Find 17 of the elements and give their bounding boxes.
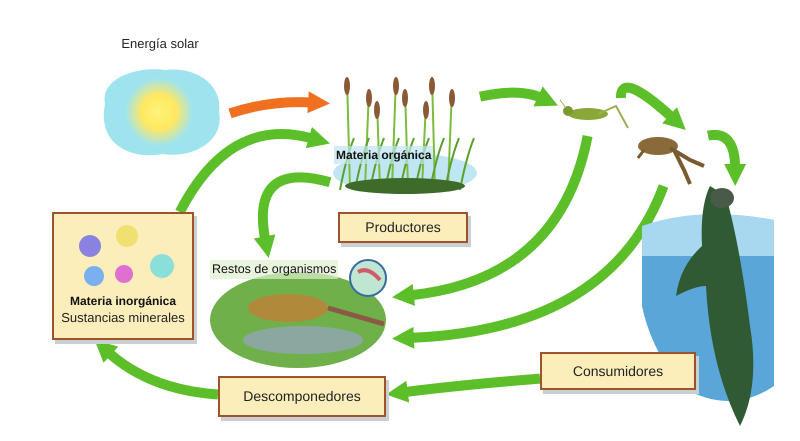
flow-arrow: [616, 82, 686, 130]
flow-arrow: [392, 134, 592, 306]
box-text: Sustancias minerales: [60, 309, 186, 327]
flow-arrow: [392, 184, 668, 349]
flow-arrow: [228, 91, 330, 118]
plants-caption: Materia orgánica: [334, 146, 434, 164]
box-label: Productores: [364, 218, 442, 237]
box-label: Consumidores: [572, 362, 664, 380]
flow-arrow: [479, 86, 558, 107]
flow-arrow: [175, 127, 330, 214]
remains-caption: Restos de organismos: [210, 260, 338, 279]
box-label: Descomponedores: [242, 387, 362, 406]
flow-arrow: [707, 130, 746, 186]
flow-arrow: [254, 172, 332, 258]
box-heading: Materia inorgánica: [68, 293, 178, 310]
flow-arrow: [386, 374, 540, 403]
sun-heading: Energía solar: [120, 35, 200, 53]
